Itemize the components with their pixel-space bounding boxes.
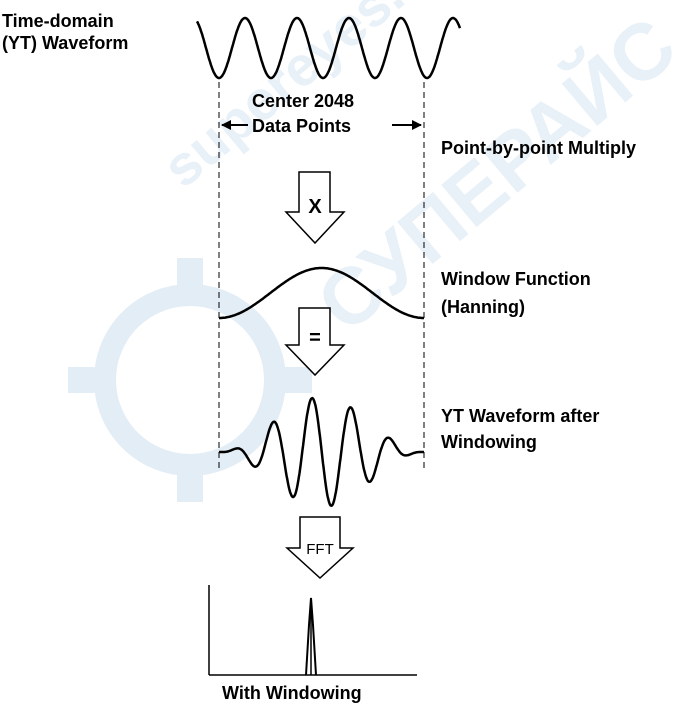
fft-symbol: FFT xyxy=(306,541,334,558)
time-domain-label-line1: Time-domain xyxy=(2,11,114,31)
multiply-label: Point-by-point Multiply xyxy=(441,137,636,159)
watermark-gear-icon xyxy=(68,258,312,502)
span-arrowhead-right xyxy=(412,120,422,130)
window-function-label: Window Function (Hanning) xyxy=(441,268,591,318)
windowed-waveform-label: YT Waveform after Windowing xyxy=(441,405,599,453)
windowed-waveform xyxy=(219,396,424,507)
equals-block-arrow xyxy=(284,307,346,377)
window-function-label-line2: (Hanning) xyxy=(441,297,525,317)
time-domain-label-line2: (YT) Waveform xyxy=(2,33,129,53)
data-points-label-line2: Data Points xyxy=(252,116,352,136)
time-domain-waveform xyxy=(195,16,462,80)
windowed-waveform-label-line1: YT Waveform after xyxy=(441,406,600,426)
span-arrowhead-left xyxy=(221,120,231,130)
center-points-label-line1: Center 2048 xyxy=(252,91,355,111)
windowed-waveform-label-line2: Windowing xyxy=(441,432,537,452)
center-points-label: Center 2048 xyxy=(252,90,354,112)
with-windowing-label-text: With Windowing xyxy=(222,683,362,703)
window-function-label-line1: Window Function xyxy=(441,269,591,289)
multiply-symbol: X xyxy=(308,196,322,218)
data-points-label: Data Points xyxy=(252,115,351,137)
with-windowing-label: With Windowing xyxy=(222,682,362,704)
multiply-label-text: Point-by-point Multiply xyxy=(441,138,636,158)
fft-block-arrow xyxy=(285,516,355,580)
time-domain-label: Time-domain (YT) Waveform xyxy=(2,10,128,54)
hanning-window-curve xyxy=(219,266,424,320)
spectrum-peak xyxy=(305,597,317,676)
multiply-block-arrow xyxy=(284,171,346,245)
equals-symbol: = xyxy=(309,327,321,349)
